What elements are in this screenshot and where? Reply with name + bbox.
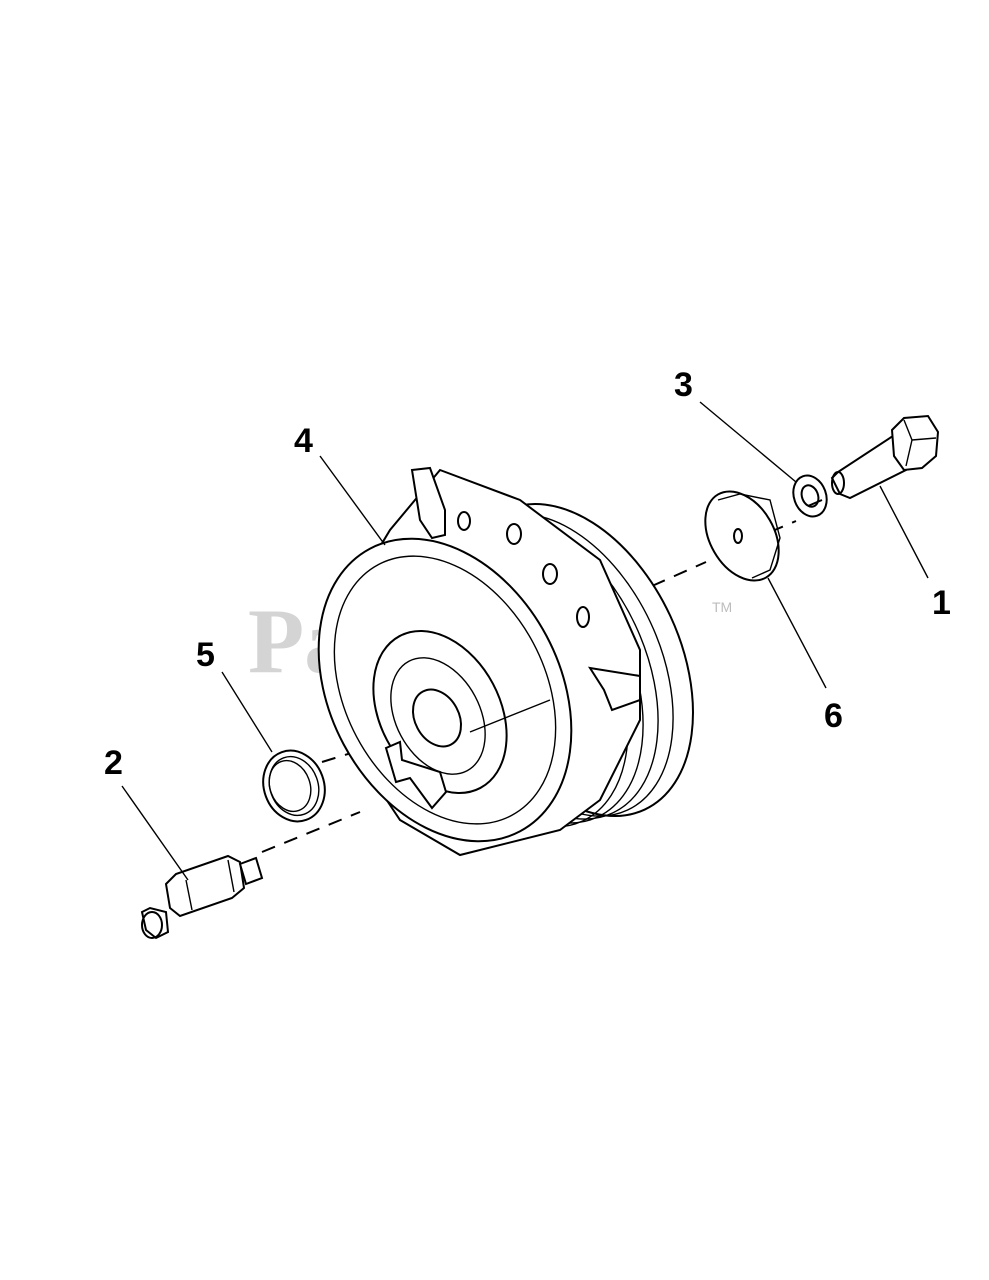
callouts: 3 1 4 5 6 2 bbox=[104, 366, 951, 782]
watermark-trademark: TM bbox=[712, 599, 732, 615]
spacer-stud bbox=[140, 854, 264, 940]
callout-5: 5 bbox=[196, 636, 215, 674]
callout-4: 4 bbox=[294, 422, 313, 460]
hex-bolt bbox=[830, 414, 940, 500]
lock-washer bbox=[792, 474, 828, 518]
flat-washer bbox=[704, 490, 781, 582]
callout-6: 6 bbox=[824, 697, 843, 735]
callout-1: 1 bbox=[932, 584, 951, 622]
bushing bbox=[262, 749, 326, 823]
callout-3: 3 bbox=[674, 366, 693, 404]
clutch-body bbox=[317, 466, 694, 857]
callout-2: 2 bbox=[104, 744, 123, 782]
leader-lines bbox=[121, 401, 929, 881]
